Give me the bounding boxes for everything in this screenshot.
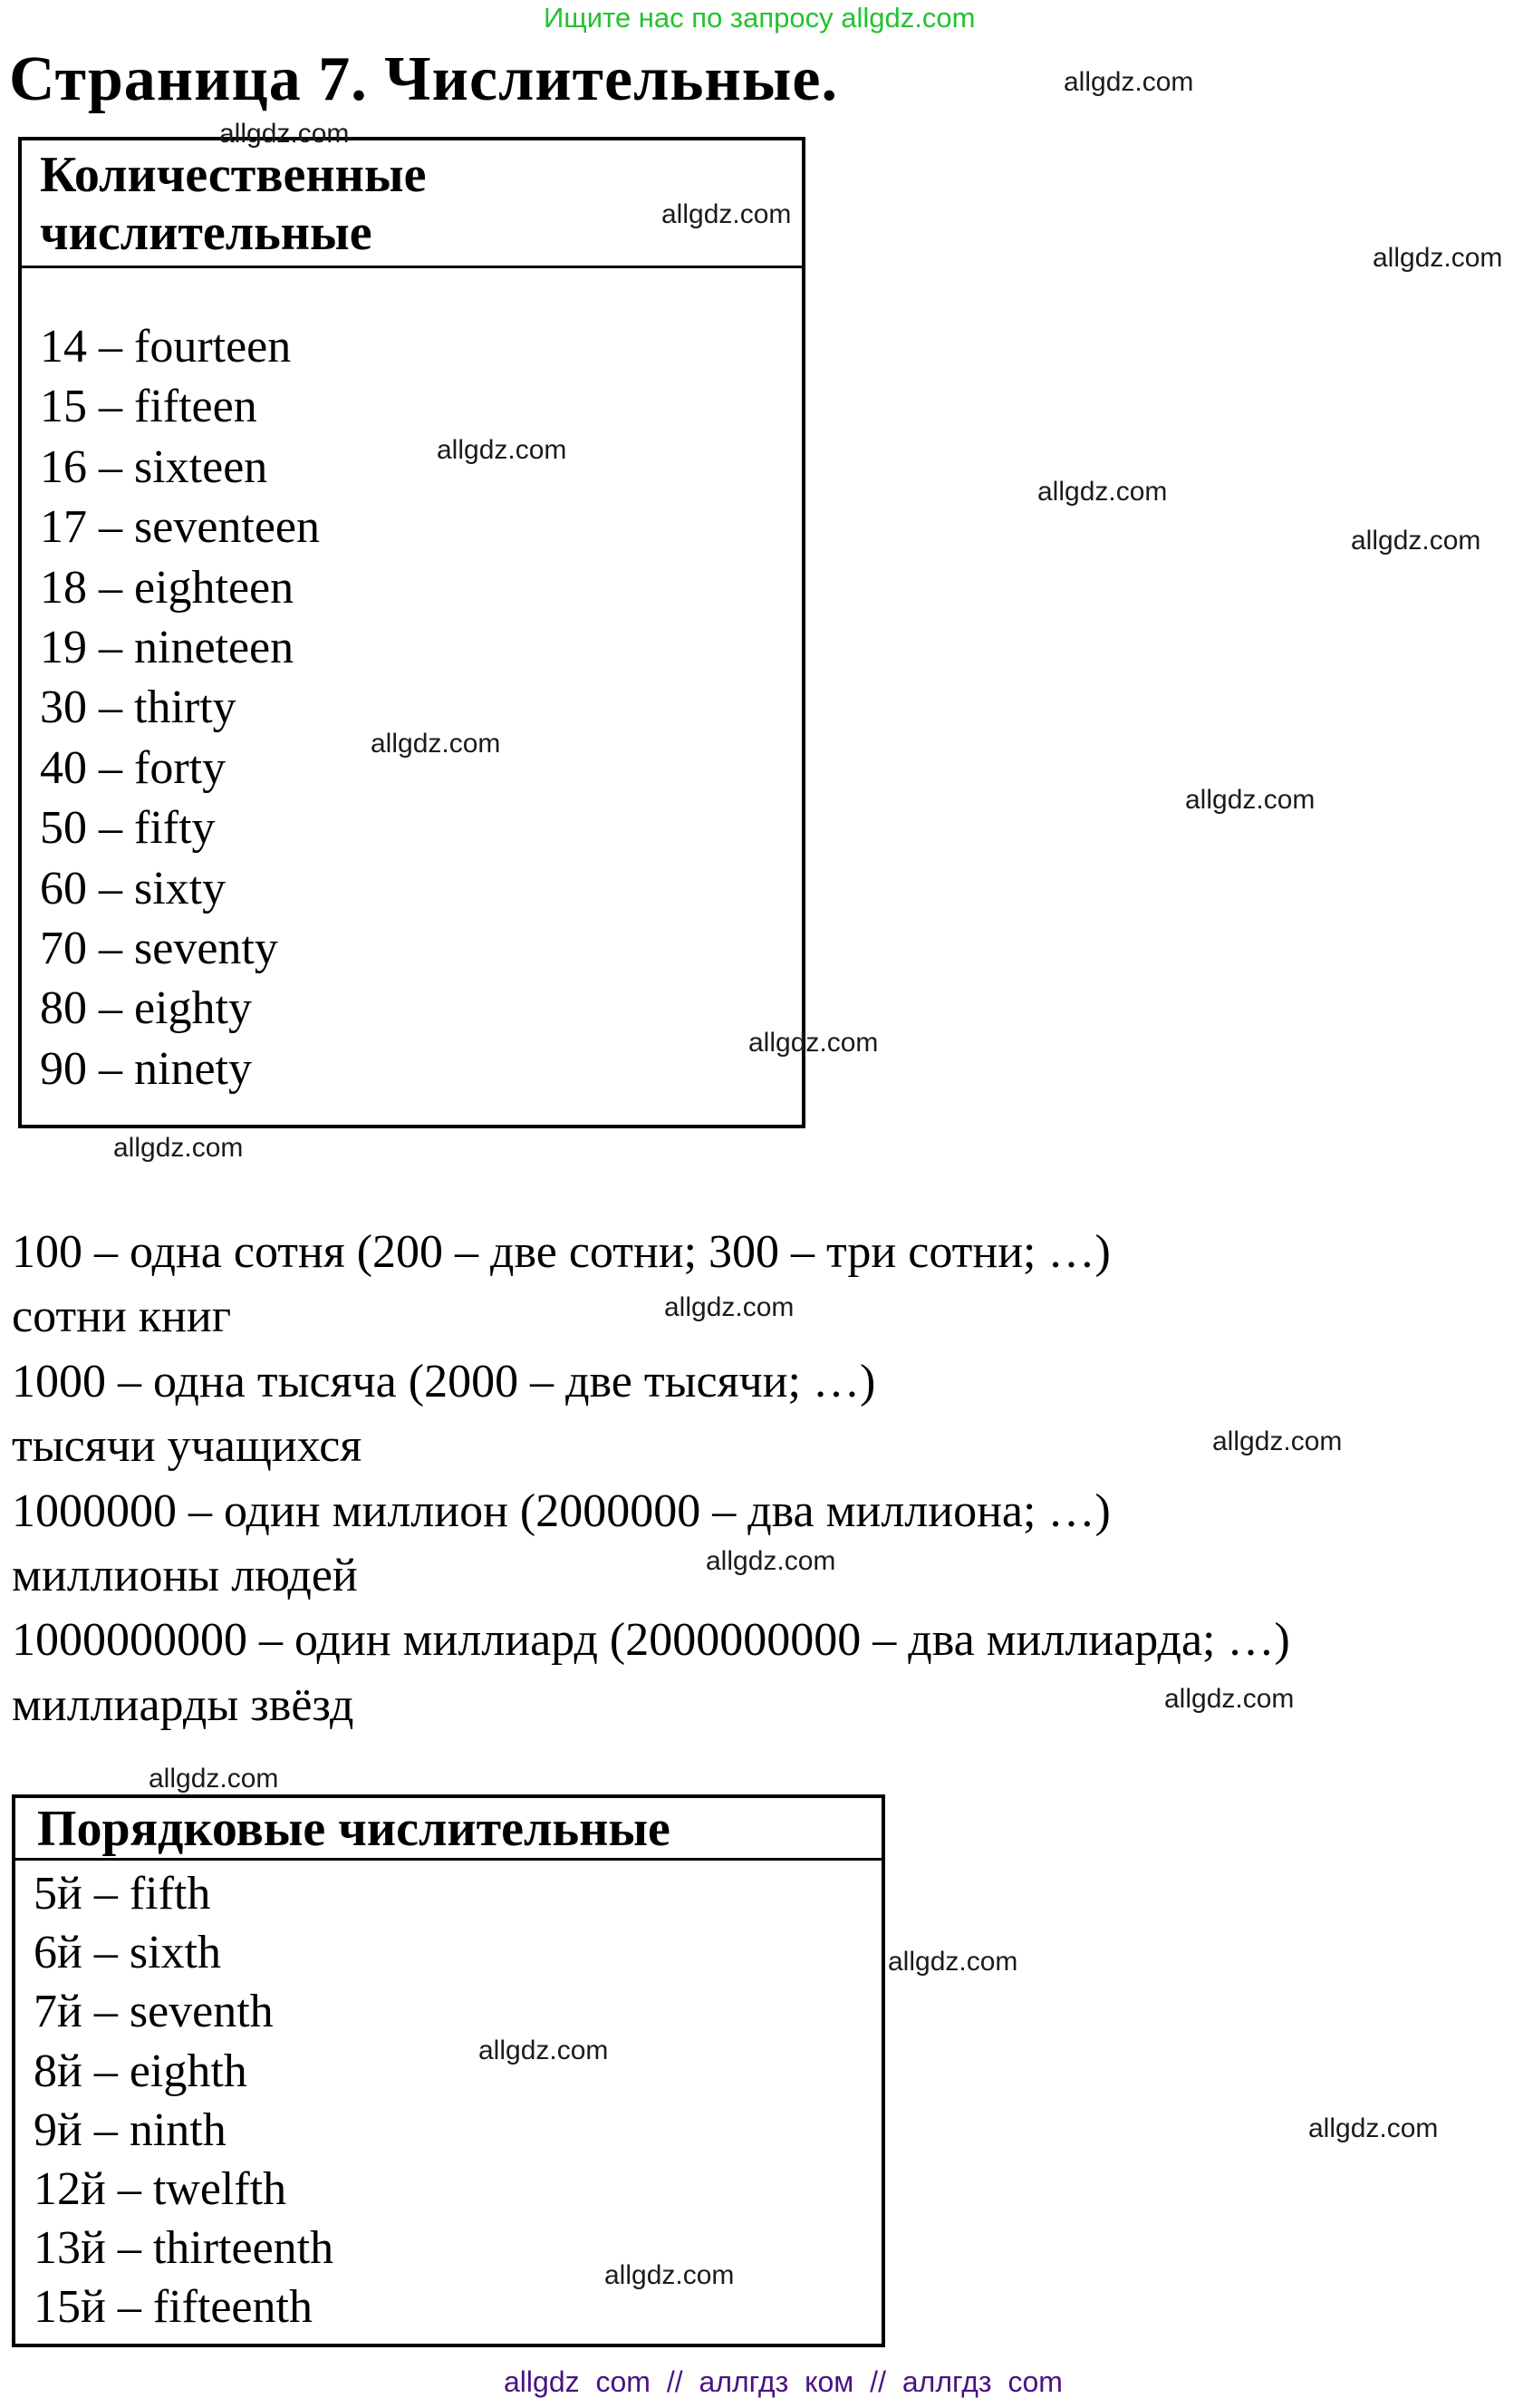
text-line: миллионы людей (12, 1550, 358, 1602)
watermark: allgdz.com (149, 1764, 279, 1794)
text-line: тысячи учащихся (12, 1420, 362, 1473)
list-item: 17 – seventeen (40, 501, 321, 554)
watermark: allgdz.com (1185, 785, 1316, 815)
watermark: allgdz.com (888, 1947, 1018, 1977)
watermark: allgdz.com (748, 1028, 879, 1058)
promo-banner: Ищите нас по запросу allgdz.com (544, 2, 976, 34)
list-item: 5й – fifth (34, 1868, 211, 1920)
text-line: 100 – одна сотня (200 – две сотни; 300 –… (12, 1226, 1111, 1278)
list-item: 60 – sixty (40, 862, 227, 914)
watermark: allgdz.com (1373, 243, 1503, 273)
watermark: allgdz.com (113, 1133, 244, 1163)
cardinal-numerals-table: Количественные числительные 14 – fourtee… (18, 137, 805, 1128)
watermark: allgdz.com (1037, 477, 1168, 507)
list-item: 19 – nineteen (40, 622, 294, 674)
list-item: 16 – sixteen (40, 440, 268, 493)
list-item: 80 – eighty (40, 982, 252, 1035)
watermark: allgdz.com (661, 199, 792, 229)
list-item: 15й – fifteenth (34, 2281, 313, 2334)
list-item: 6й – sixth (34, 1927, 221, 1979)
watermark: allgdz.com (219, 119, 350, 149)
cardinal-header-line2: числительные (40, 205, 372, 261)
watermark: allgdz.com (1064, 67, 1194, 97)
list-item: 90 – ninety (40, 1042, 252, 1095)
page-title: Страница 7. Числительные. (9, 44, 838, 114)
list-item: 50 – fifty (40, 802, 216, 855)
watermark: allgdz.com (437, 435, 567, 465)
list-item: 70 – seventy (40, 923, 278, 975)
list-item: 13й – thirteenth (34, 2222, 334, 2275)
watermark: allgdz.com (706, 1546, 836, 1576)
watermark: allgdz.com (1212, 1426, 1343, 1456)
watermark: allgdz.com (1351, 526, 1481, 556)
text-line: миллиарды звёзд (12, 1678, 354, 1731)
list-item: 40 – forty (40, 741, 227, 794)
ordinal-table-header: Порядковые числительные (15, 1798, 882, 1861)
watermark: allgdz.com (371, 729, 501, 759)
watermark: allgdz.com (1164, 1684, 1295, 1714)
ordinal-table-body: 5й – fifth 6й – sixth 7й – seventh 8й – … (15, 1861, 882, 2337)
list-item: 7й – seventh (34, 1986, 274, 2038)
cardinal-table-body: 14 – fourteen 15 – fifteen 16 – sixteen … (22, 268, 802, 1099)
list-item: 18 – eighteen (40, 561, 294, 614)
list-item: 9й – ninth (34, 2103, 227, 2156)
watermark: allgdz.com (478, 2036, 609, 2065)
list-item: 15 – fifteen (40, 381, 257, 433)
large-numbers-section: 100 – одна сотня (200 – две сотни; 300 –… (12, 1220, 1290, 1737)
text-line: 1000000 – один миллион (2000000 – два ми… (12, 1484, 1111, 1537)
list-item: 14 – fourteen (40, 321, 292, 372)
watermark: allgdz.com (604, 2260, 735, 2290)
footer-links: allgdz com // аллгдз ком // аллгдз com (504, 2365, 1063, 2398)
cardinal-table-header: Количественные числительные (22, 140, 802, 268)
watermark: allgdz.com (1308, 2113, 1439, 2143)
text-line: сотни книг (12, 1291, 232, 1343)
list-item: 8й – eighth (34, 2045, 247, 2097)
text-line: 1000000000 – один миллиард (2000000000 –… (12, 1614, 1290, 1667)
cardinal-header-line1: Количественные (40, 147, 427, 203)
list-item: 30 – thirty (40, 682, 236, 734)
list-item: 12й – twelfth (34, 2163, 287, 2216)
ordinal-numerals-table: Порядковые числительные 5й – fifth 6й – … (12, 1794, 885, 2347)
text-line: 1000 – одна тысяча (2000 – две тысячи; …… (12, 1355, 876, 1407)
watermark: allgdz.com (664, 1292, 795, 1322)
